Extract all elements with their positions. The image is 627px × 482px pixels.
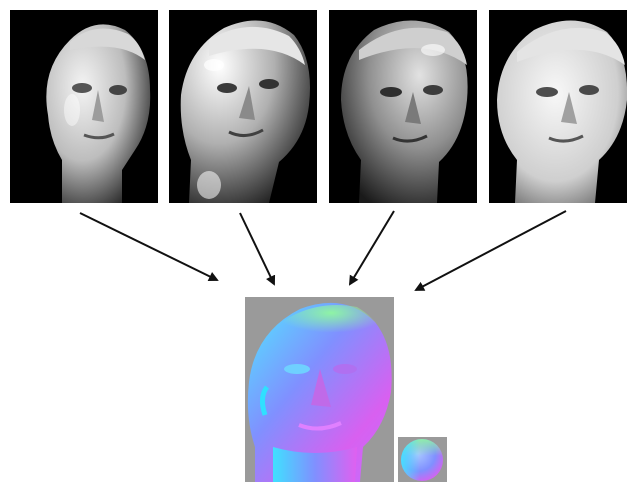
input-photo-1 xyxy=(10,10,158,203)
marble-head-lit-right xyxy=(329,10,477,203)
normal-map-head xyxy=(245,297,394,482)
marble-head-lit-left xyxy=(10,10,158,203)
arrow-2 xyxy=(240,213,274,284)
marble-head-lit-top-left xyxy=(169,10,317,203)
arrow-4 xyxy=(416,211,566,290)
input-photo-3 xyxy=(329,10,477,203)
arrow-3 xyxy=(350,211,394,284)
input-photo-2 xyxy=(169,10,317,203)
normal-map-image xyxy=(245,297,394,482)
marble-head-lit-frontal xyxy=(489,10,627,203)
arrow-1 xyxy=(80,213,217,280)
normal-sphere xyxy=(398,437,447,482)
normal-sphere-image xyxy=(398,437,447,482)
input-photo-4 xyxy=(489,10,627,203)
